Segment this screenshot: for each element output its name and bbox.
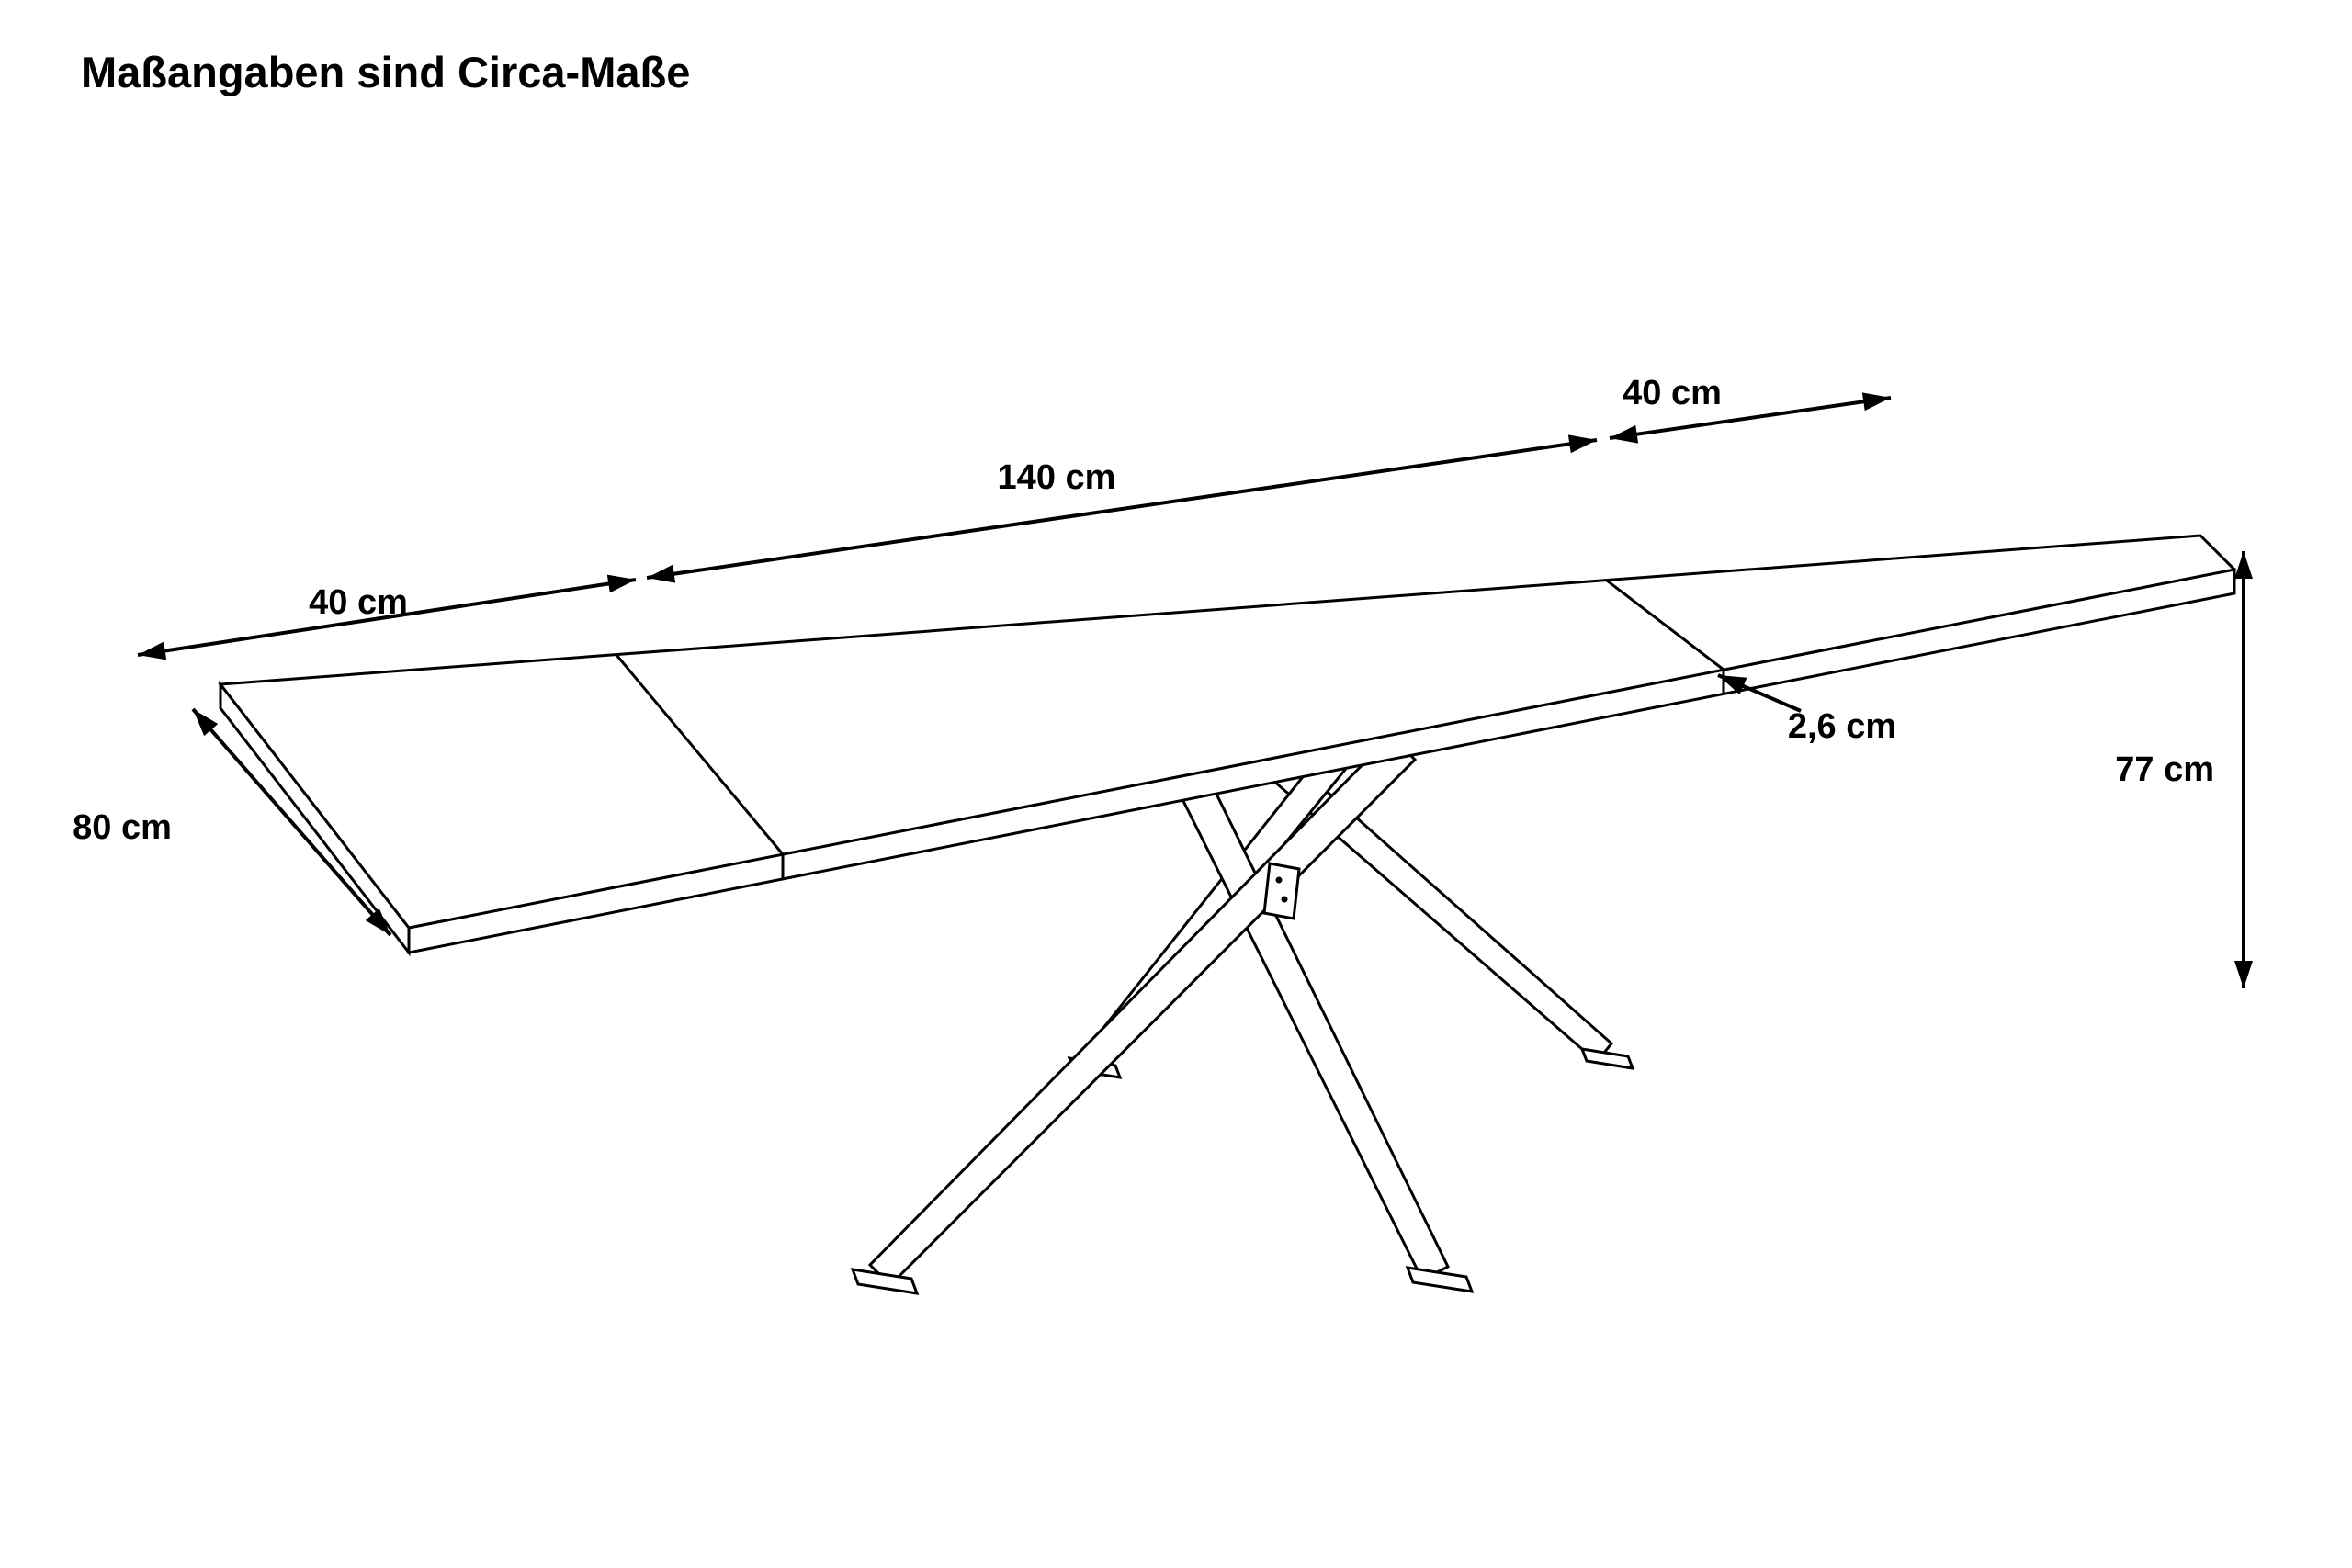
dim-arrow-thickness [1717, 673, 1802, 713]
dim-arrow-depth [191, 707, 392, 937]
dim-label-main-top: 140 cm [998, 458, 1116, 497]
dim-label-thickness: 2,6 cm [1788, 707, 1896, 746]
dim-label-left-extension: 40 cm [309, 583, 408, 622]
seam-left-extension [615, 654, 785, 855]
dim-arrow-right-extension [1609, 392, 1892, 444]
base-foot-front-left [850, 1268, 920, 1295]
dim-label-depth: 80 cm [73, 808, 172, 847]
dim-arrow-left-extension [137, 574, 637, 660]
diagram-title: Maßangaben sind Circa-Maße [81, 48, 690, 96]
bracket-bolt-icon [1275, 876, 1283, 884]
seam-right-extension [1606, 579, 1724, 671]
dim-label-right-extension: 40 cm [1623, 374, 1722, 412]
base-center-bracket [1262, 862, 1301, 920]
base-foot-front-right [1405, 1266, 1475, 1293]
bracket-bolt-icon [1281, 896, 1288, 903]
dim-label-height: 77 cm [2115, 750, 2214, 789]
base-foot-back-right [1579, 1047, 1635, 1070]
dim-arrow-main-top [646, 434, 1598, 583]
dimension-annotations: 40 cm 140 cm 40 cm 80 cm 2,6 cm 77 cm [73, 374, 2253, 988]
